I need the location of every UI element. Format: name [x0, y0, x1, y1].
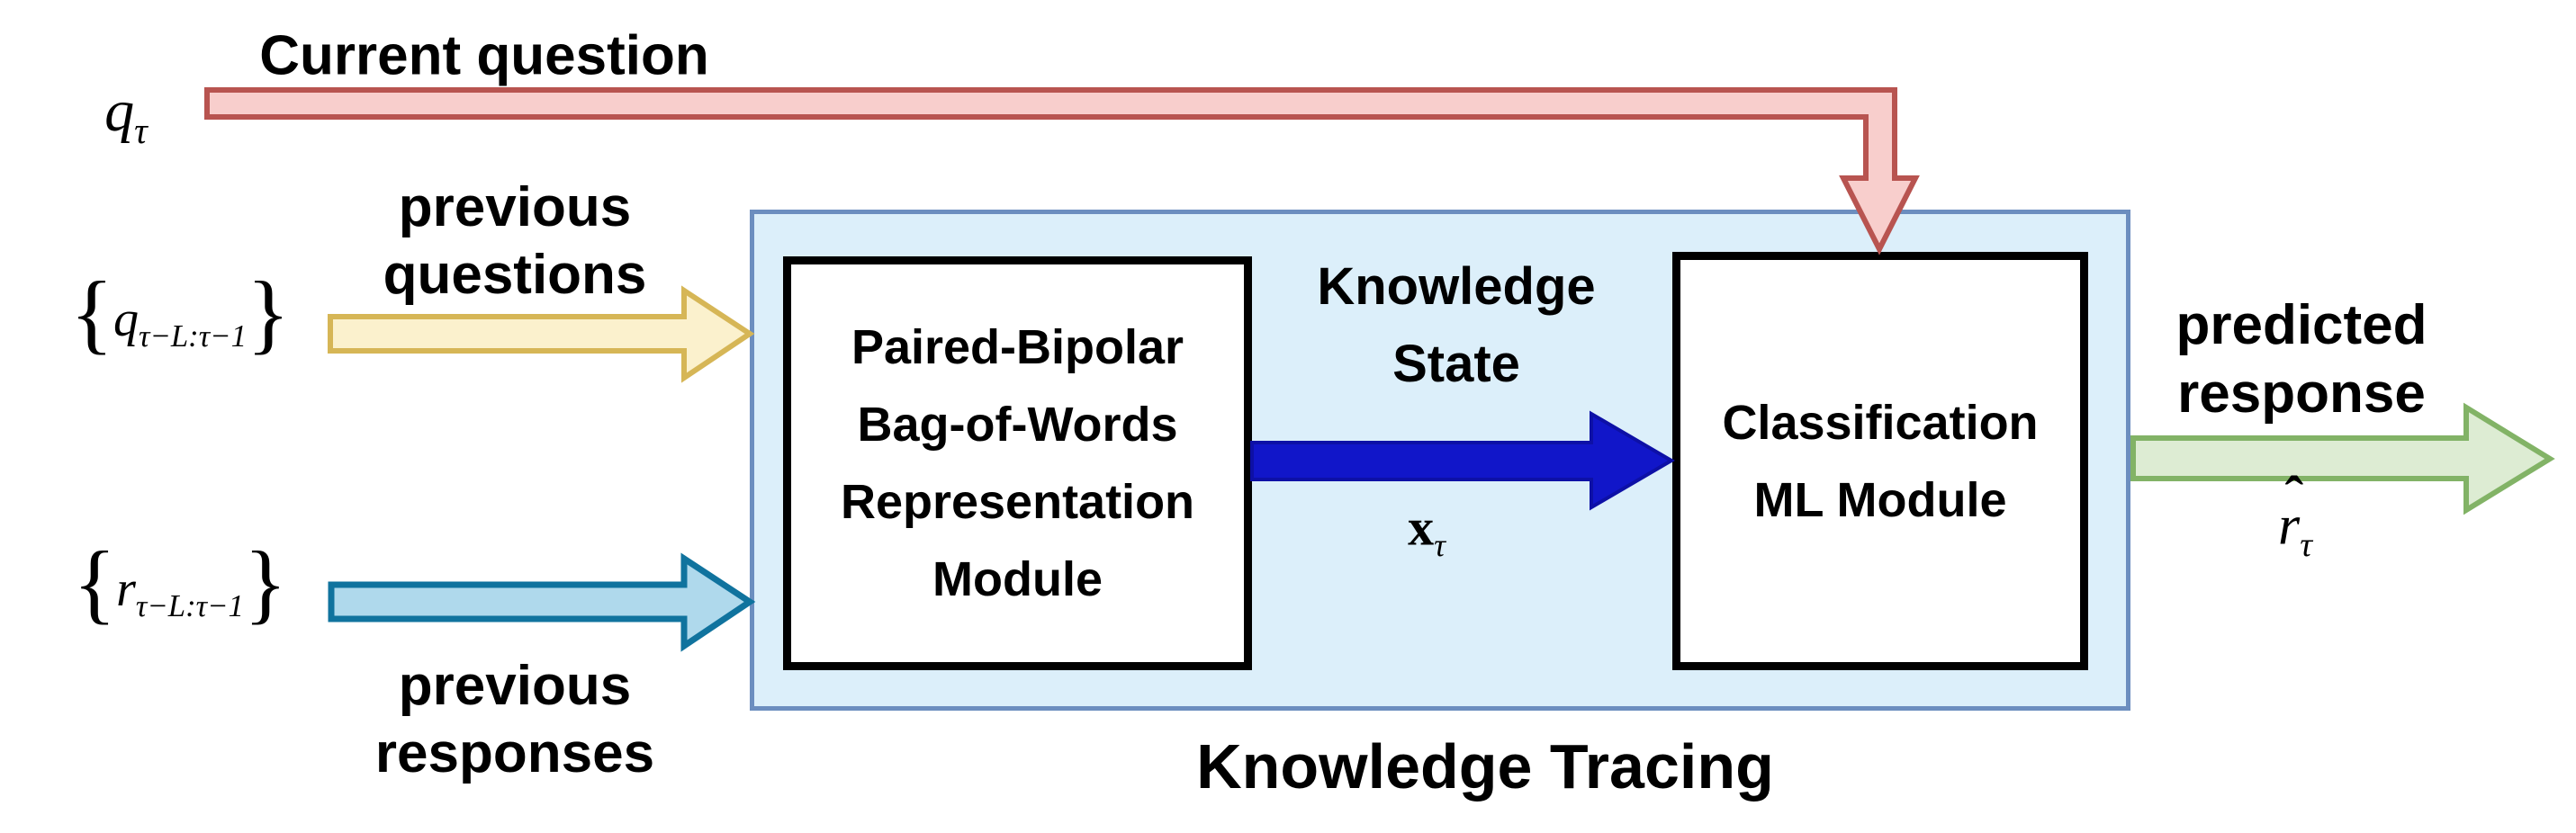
previous-responses-arrow	[328, 552, 756, 652]
q-set-base: q	[113, 291, 140, 347]
previous-responses-label: previous responses	[375, 652, 654, 787]
representation-module-line: Module	[932, 552, 1103, 606]
knowledge-state-label: Knowledge State	[1317, 248, 1595, 403]
q-tau-symbol: qτ	[104, 77, 148, 149]
current-question-label: Current question	[259, 24, 709, 87]
x-tau-base: x	[1408, 497, 1435, 557]
q-set-subscript: τ−L:τ−1	[139, 318, 247, 354]
r-base: r	[2278, 495, 2301, 557]
classification-module-line: Classification	[1722, 395, 2039, 450]
representation-module-line: Bag-of-Words	[857, 398, 1178, 452]
r-set-base: r	[116, 561, 136, 617]
classification-module-box: Classification ML Module	[1672, 252, 2088, 670]
x-tau-subscript: τ	[1434, 527, 1446, 564]
q-tau-subscript: τ	[134, 111, 148, 152]
close-brace: }	[246, 263, 290, 363]
representation-module-line: Representation	[840, 475, 1195, 529]
previous-questions-symbol: {qτ−L:τ−1}	[70, 268, 290, 358]
previous-responses-line: responses	[374, 722, 655, 784]
hat-accent: ˆ	[2284, 466, 2304, 528]
predicted-response-line: predicted	[2175, 294, 2427, 356]
close-brace: }	[243, 533, 287, 632]
classification-module-line: ML Module	[1753, 472, 2007, 527]
previous-questions-line: questions	[383, 244, 647, 306]
open-brace: {	[73, 533, 117, 632]
previous-questions-label: previous questions	[383, 174, 647, 309]
previous-questions-line: previous	[398, 176, 632, 238]
knowledge-state-line: Knowledge	[1317, 257, 1596, 316]
open-brace: {	[70, 263, 114, 363]
knowledge-state-line: State	[1392, 335, 1520, 393]
representation-module-line: Paired-Bipolar	[851, 320, 1184, 374]
r-hat-subscript: τ	[2300, 525, 2312, 564]
r-set-subscript: τ−L:τ−1	[135, 588, 244, 624]
knowledge-tracing-label: Knowledge Tracing	[1196, 731, 1774, 802]
q-tau-base: q	[104, 78, 135, 144]
x-tau-symbol: xτ	[1408, 497, 1446, 562]
representation-module-box: Paired-Bipolar Bag-of-Words Representati…	[783, 256, 1252, 670]
predicted-response-line: response	[2177, 363, 2426, 425]
predicted-response-label: predicted response	[2175, 291, 2427, 428]
previous-responses-line: previous	[398, 655, 632, 717]
previous-responses-symbol: {rτ−L:τ−1}	[73, 538, 287, 628]
